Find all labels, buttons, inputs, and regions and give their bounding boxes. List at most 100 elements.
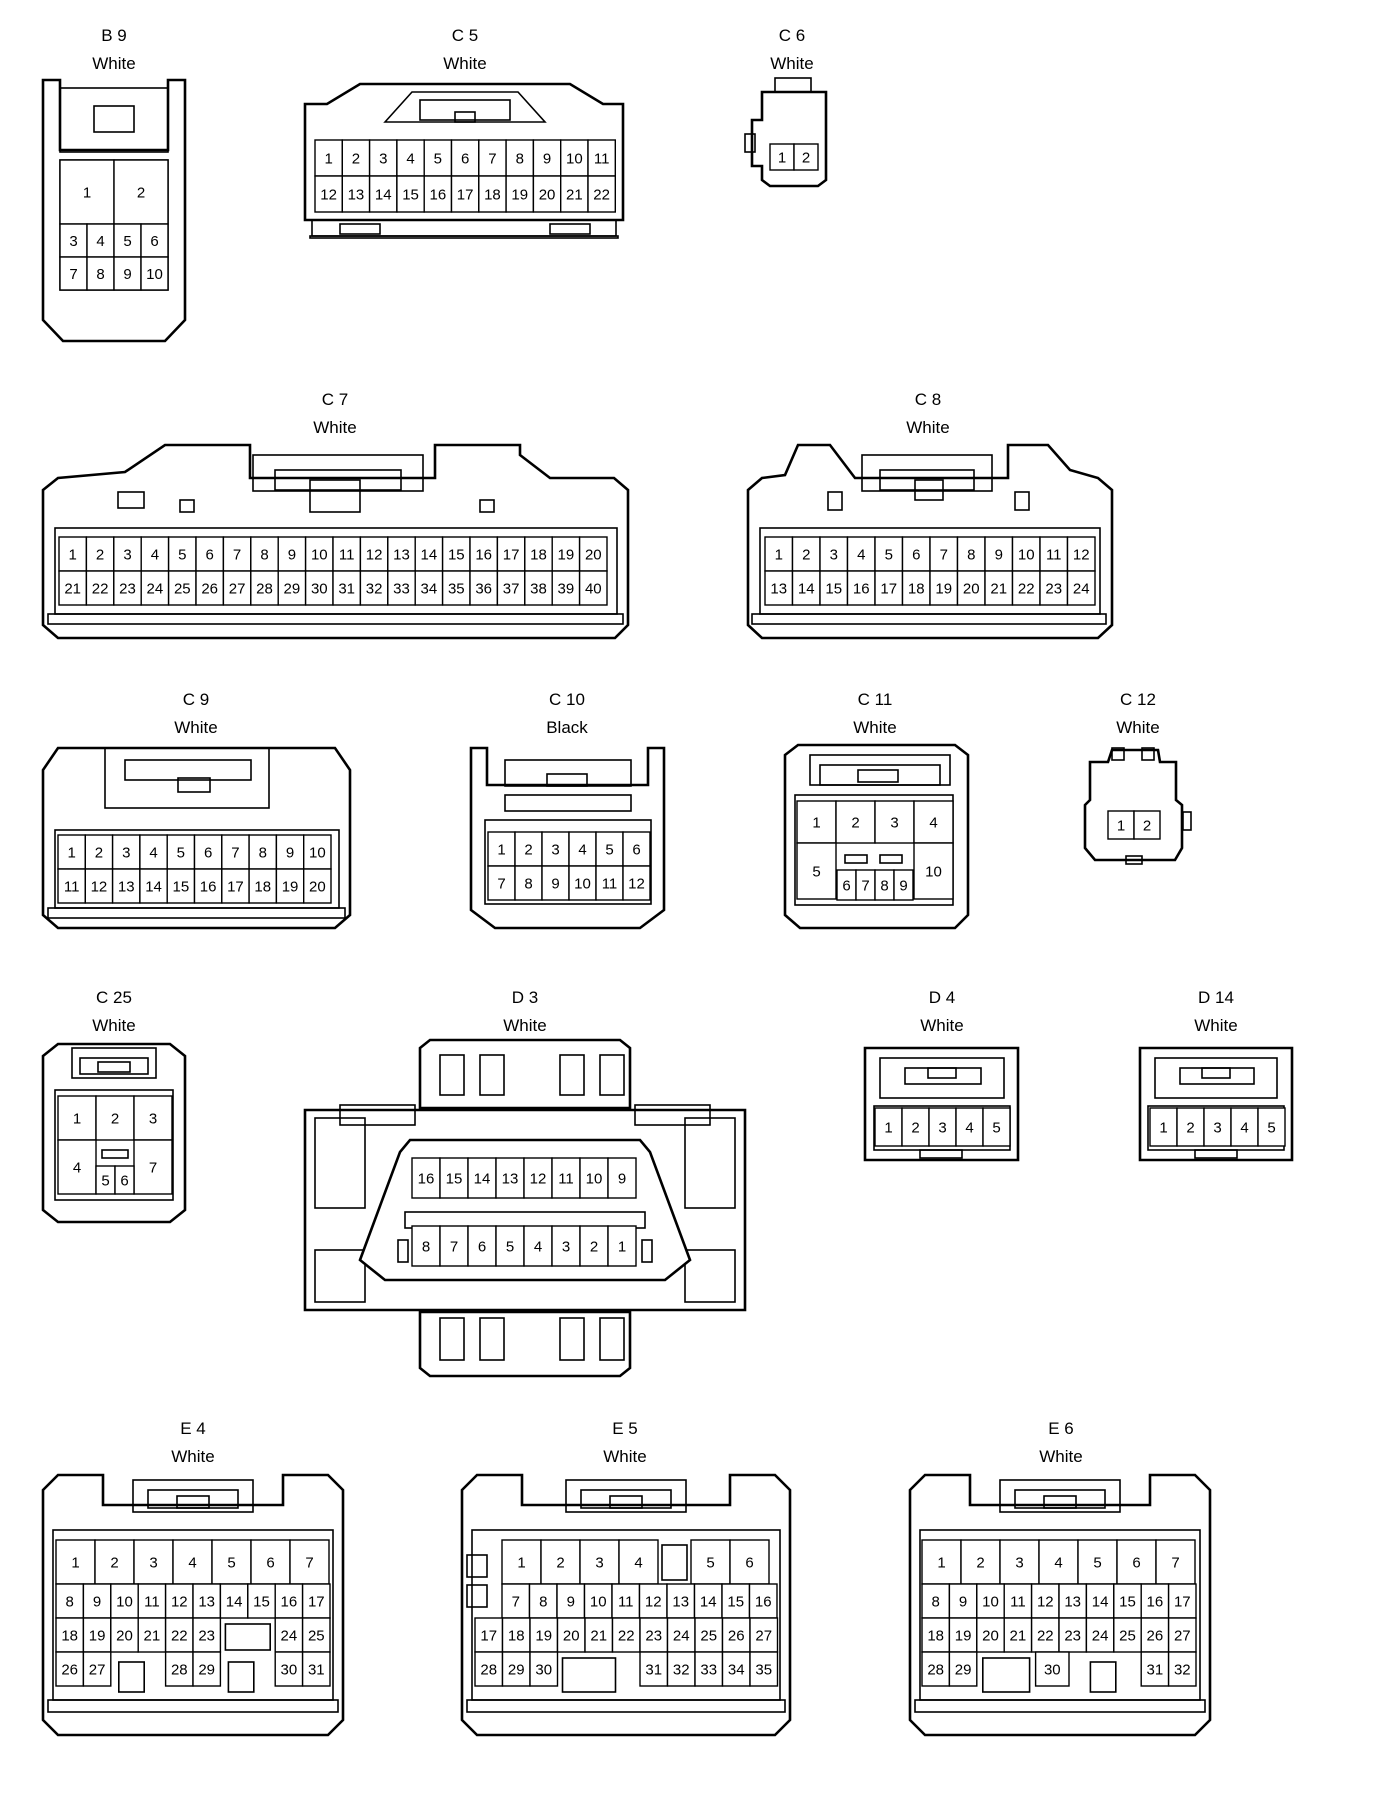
pin-cavity	[1085, 1617, 1115, 1653]
pin-cavity	[277, 570, 307, 606]
pin-cavity	[113, 536, 142, 572]
pin-number: 9	[288, 547, 296, 564]
pin-cavity	[956, 570, 986, 606]
pin-cavity	[193, 868, 223, 904]
pin-number: 4	[929, 815, 937, 832]
pin-number: 15	[448, 547, 465, 564]
pin-number: 7	[497, 876, 505, 893]
pin-number: 35	[755, 1662, 772, 1679]
pin-number: 2	[976, 1555, 984, 1572]
pin-number: 11	[558, 1171, 574, 1188]
pin-number: 10	[925, 864, 942, 881]
pin-number: 13	[502, 1171, 519, 1188]
pin-cavity	[221, 868, 250, 904]
pin-cavity	[796, 842, 837, 900]
pin-number: 10	[982, 1594, 999, 1611]
pin-number: 3	[149, 1555, 157, 1572]
pin-cavity	[551, 536, 581, 572]
connector-code: B 9	[101, 26, 127, 45]
pin-number: 24	[281, 1628, 298, 1645]
pin-number: 27	[89, 1662, 106, 1679]
pin-cavity	[501, 1539, 542, 1585]
pin-number: 1	[69, 547, 77, 564]
housing-color: White	[770, 54, 813, 73]
pin-number: 4	[406, 151, 414, 168]
pin-number: 19	[558, 547, 575, 564]
connector-code: C 6	[779, 26, 805, 45]
pin-number: 18	[508, 1628, 525, 1645]
pin-number: 1	[71, 1555, 79, 1572]
pin-cavity	[1257, 1107, 1286, 1147]
pin-cavity	[514, 865, 543, 901]
pin-cavity	[467, 1157, 497, 1199]
pin-number: 22	[593, 187, 610, 204]
pin-number: 18	[530, 547, 547, 564]
pin-cavity	[791, 536, 821, 572]
pin-number: 3	[830, 547, 838, 564]
pin-number: 2	[802, 547, 810, 564]
pin-number: 2	[1186, 1120, 1194, 1137]
pin-number: 11	[618, 1594, 634, 1611]
pin-number: 9	[567, 1594, 575, 1611]
pin-cavity	[690, 1539, 731, 1585]
pin-number: 23	[198, 1628, 215, 1645]
pin-number: 2	[556, 1555, 564, 1572]
pin-cavity	[529, 1651, 559, 1687]
pin-number: 4	[1240, 1120, 1248, 1137]
pin-number: 14	[226, 1594, 243, 1611]
pin-number: 19	[535, 1628, 552, 1645]
pin-number: 21	[990, 581, 1007, 598]
pin-cavity	[1133, 810, 1161, 840]
connector-code: D 3	[512, 988, 538, 1007]
pin-cavity	[140, 223, 169, 258]
pin-number: 31	[338, 581, 355, 598]
pin-number: 10	[311, 547, 328, 564]
pin-number: 5	[178, 547, 186, 564]
pin-number: 20	[309, 879, 326, 896]
pin-number: 2	[911, 1120, 919, 1137]
connector-code: C 12	[1120, 690, 1156, 709]
pin-number: 3	[1015, 1555, 1023, 1572]
pin-number: 7	[940, 547, 948, 564]
pin-number: 25	[700, 1628, 717, 1645]
pin-number: 18	[908, 581, 925, 598]
pin-cavity	[359, 570, 389, 606]
pin-number: 12	[1037, 1594, 1054, 1611]
pin-cavity	[304, 570, 334, 606]
pin-cavity	[58, 536, 88, 572]
pin-number: 3	[379, 151, 387, 168]
pin-cavity	[749, 1617, 779, 1653]
pin-cavity	[556, 1617, 586, 1653]
pin-number: 32	[673, 1662, 690, 1679]
pin-cavity	[172, 1539, 213, 1585]
pin-number: 26	[728, 1628, 745, 1645]
pin-cavity	[913, 842, 954, 900]
pin-number: 34	[728, 1662, 745, 1679]
pin-cavity	[1003, 1583, 1033, 1619]
pin-number: 15	[253, 1594, 270, 1611]
pin-number: 19	[955, 1628, 972, 1645]
pin-cavity	[314, 175, 343, 213]
pin-number: 26	[201, 581, 218, 598]
pin-number: 8	[260, 547, 268, 564]
pin-number: 28	[256, 581, 273, 598]
connector-code: C 5	[452, 26, 478, 45]
pin-number: 1	[1159, 1120, 1167, 1137]
pin-cavity	[551, 1225, 581, 1267]
pin-number: 5	[101, 1173, 109, 1190]
pin-cavity	[694, 1651, 724, 1687]
pin-cavity	[1230, 1107, 1259, 1147]
pin-cavity	[1155, 1539, 1196, 1585]
pin-cavity	[769, 143, 795, 171]
pin-cavity	[1113, 1617, 1142, 1653]
pin-number: 19	[935, 581, 952, 598]
pin-cavity	[607, 1157, 637, 1199]
pin-number: 6	[461, 151, 469, 168]
pin-number: 30	[281, 1662, 298, 1679]
pin-number: 2	[96, 547, 104, 564]
pin-cavity	[541, 865, 570, 901]
pin-cavity	[595, 831, 624, 867]
